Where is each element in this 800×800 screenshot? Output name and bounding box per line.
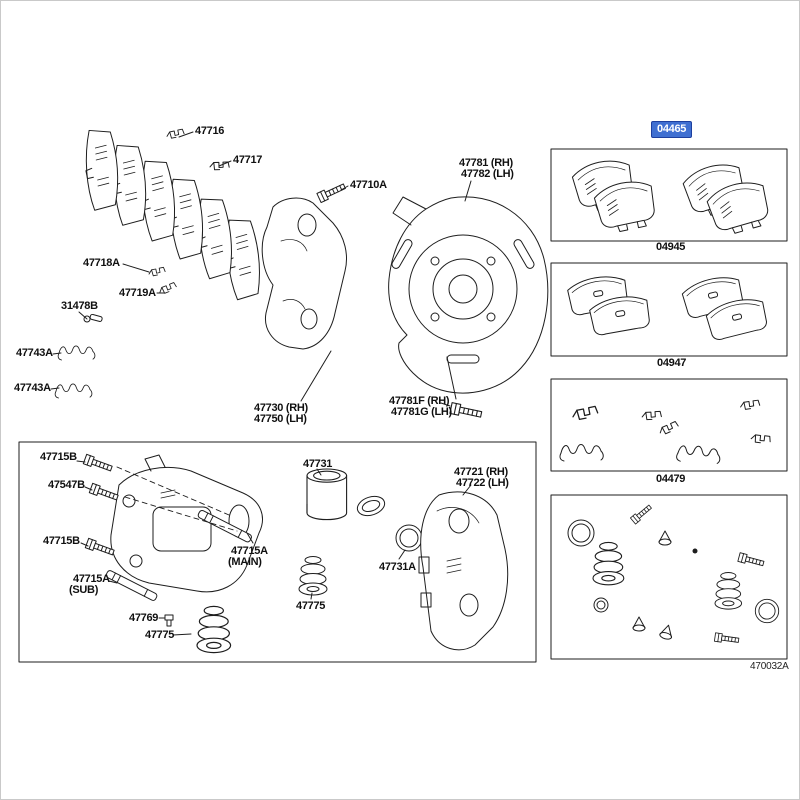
support-plate-47743A-top-drawing (57, 345, 96, 361)
part-label-47717[interactable]: 47717 (233, 154, 263, 166)
part-label-47731A[interactable]: 47731A (379, 561, 416, 573)
part-label-47715A-sub-tag[interactable]: (SUB) (69, 584, 99, 596)
boot-47775-right-drawing (298, 556, 328, 596)
leader-lines (50, 131, 472, 636)
bolt-47781F-drawing (449, 402, 483, 421)
part-label-47547B[interactable]: 47547B (48, 479, 85, 491)
part-label-47781F[interactable]: 47781F (RH) (389, 395, 450, 407)
part-label-47716[interactable]: 47716 (195, 125, 225, 137)
part-label-47715A-sub[interactable]: 47715A (73, 573, 110, 585)
kit-box-04947 (550, 378, 788, 472)
part-label-47715A-main-tag[interactable]: (MAIN) (228, 556, 262, 568)
part-label-47710A[interactable]: 47710A (350, 179, 387, 191)
kit-label-04479[interactable]: 04479 (656, 473, 686, 485)
part-label-47782[interactable]: 47782 (LH) (461, 168, 514, 180)
part-label-47781[interactable]: 47781 (RH) (459, 157, 513, 169)
part-label-47730[interactable]: 47730 (RH) (254, 402, 308, 414)
part-label-47719A[interactable]: 47719A (119, 287, 156, 299)
diagram-code: 470032A (750, 661, 789, 672)
part-label-47718A[interactable]: 47718A (83, 257, 120, 269)
pad-clip-47716-drawing (166, 128, 185, 139)
support-plate-47743A-bottom-drawing (54, 383, 93, 399)
kit-label-04465-highlighted[interactable]: 04465 (651, 121, 693, 138)
part-label-47721[interactable]: 47721 (RH) (454, 466, 508, 478)
kit-box-04479 (550, 494, 788, 660)
part-label-47715B-top[interactable]: 47715B (40, 451, 77, 463)
part-label-47775-right[interactable]: 47775 (296, 600, 326, 612)
bushing-47769-drawing (164, 614, 174, 627)
boot-47775-left-drawing (196, 605, 232, 654)
bolt-47547B-drawing (88, 482, 120, 503)
bolt-47710A-drawing (316, 181, 347, 204)
oring-47731A-drawing (395, 524, 423, 552)
part-label-47750[interactable]: 47750 (LH) (254, 413, 307, 425)
part-label-47775-left[interactable]: 47775 (145, 629, 175, 641)
part-label-47781G[interactable]: 47781G (LH) (391, 406, 452, 418)
part-label-47731[interactable]: 47731 (303, 458, 333, 470)
part-label-47715A-main[interactable]: 47715A (231, 545, 268, 557)
part-label-47715B-bottom[interactable]: 47715B (43, 535, 80, 547)
kit-label-04945[interactable]: 04945 (656, 241, 686, 253)
kit-label-04947[interactable]: 04947 (657, 357, 687, 369)
part-label-47769[interactable]: 47769 (129, 612, 159, 624)
dust-shield-drawing (388, 196, 549, 394)
part-label-47743A-bottom[interactable]: 47743A (14, 382, 51, 394)
bolt-47715B-top-drawing (82, 453, 114, 474)
pad-clip-47719A-drawing (158, 281, 178, 295)
caliper-mount-drawing (261, 197, 347, 350)
part-label-47743A-top[interactable]: 47743A (16, 347, 53, 359)
kit-box-04465 (550, 148, 788, 242)
piston-47731-drawing (306, 468, 388, 521)
pin-31478B-drawing (83, 313, 103, 323)
part-label-31478B[interactable]: 31478B (61, 300, 98, 312)
kit-box-04945 (550, 262, 788, 357)
caliper-bracket-47721-drawing (418, 491, 509, 651)
pad-clip-47718A-drawing (148, 266, 166, 277)
part-label-47722[interactable]: 47722 (LH) (456, 477, 509, 489)
caliper-assembly-box (18, 441, 537, 663)
caliper-body-drawing (110, 454, 263, 593)
